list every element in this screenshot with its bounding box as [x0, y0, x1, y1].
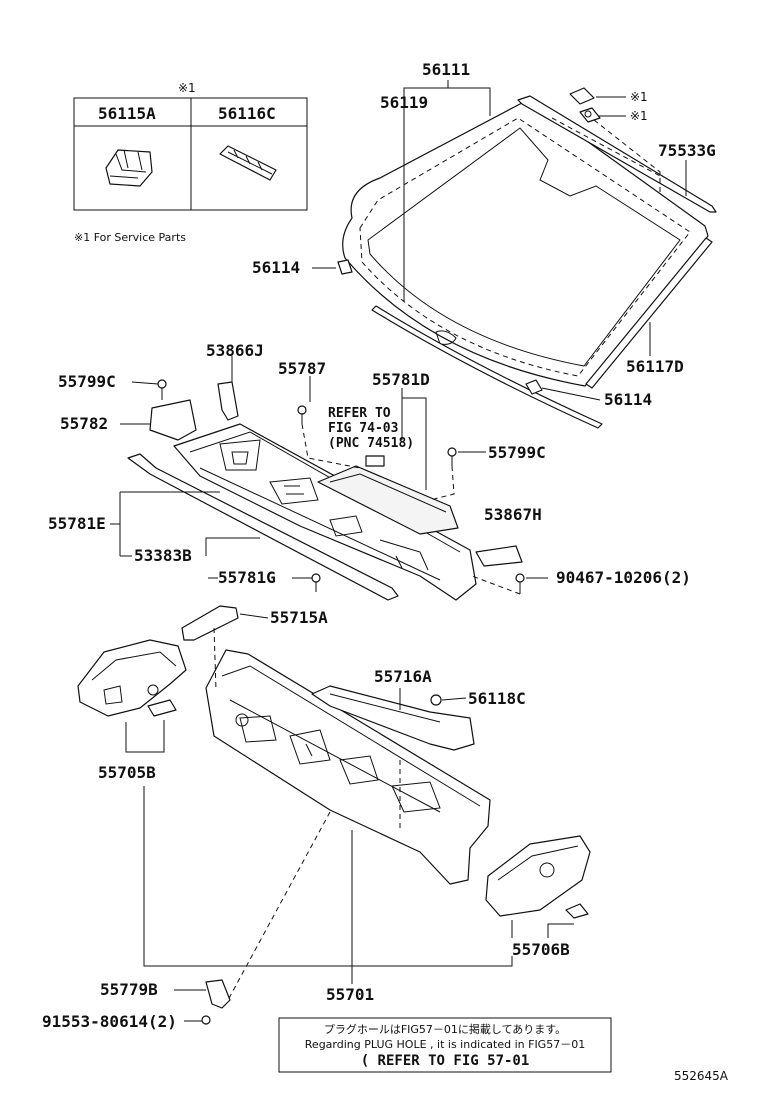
label-53867H: 53867H	[484, 505, 542, 524]
clip-55799C-left	[157, 379, 167, 400]
plug-note-jp: プラグホールはFIG57－01に掲載してあります。	[324, 1022, 566, 1036]
label-90467-10206: 90467-10206(2)	[556, 568, 691, 587]
label-55779B: 55779B	[100, 980, 158, 999]
nut-56118C	[430, 694, 442, 706]
leader-lines	[110, 80, 687, 1022]
screw-90467	[515, 573, 525, 594]
label-56114-upper: 56114	[252, 258, 300, 277]
screw-91553	[201, 1015, 211, 1025]
bracket-53867H	[475, 545, 523, 567]
label-75533G: 75533G	[658, 141, 716, 160]
label-55715A: 55715A	[270, 608, 328, 627]
label-55716A: 55716A	[374, 667, 432, 686]
cowl-panel-55701	[205, 649, 491, 885]
top-clips	[569, 87, 601, 123]
label-55782: 55782	[60, 414, 108, 433]
lower-strip	[371, 305, 603, 429]
clip-56114-right	[525, 379, 543, 395]
label-53383B: 53383B	[134, 546, 192, 565]
plug-note-ref: ( REFER TO FIG 57-01	[361, 1053, 530, 1069]
bracket-55715A	[181, 605, 239, 641]
service-parts-box: ※1 56115A 56116C ※1 For Service Parts	[73, 81, 308, 244]
diagram-id: 552645A	[674, 1069, 729, 1083]
refer-line2: FIG 74-03	[328, 421, 398, 436]
label-mark1a: ※1	[630, 90, 648, 104]
label-55781D: 55781D	[372, 370, 430, 389]
clip-55787	[297, 405, 307, 424]
label-56111: 56111	[422, 60, 470, 79]
clip-55781G	[311, 573, 321, 592]
bracket-53866J	[217, 381, 239, 421]
cowl-seal-55781E	[127, 453, 399, 601]
label-55706B: 55706B	[512, 940, 570, 959]
cowl-upper-55716A	[311, 685, 475, 751]
service-part-56116C: 56116C	[218, 104, 276, 123]
label-56118C: 56118C	[468, 689, 526, 708]
service-note-mark: ※1	[178, 81, 196, 95]
plug-hole-note: プラグホールはFIG57－01に掲載してあります。 Regarding PLUG…	[278, 1017, 612, 1073]
label-56117D: 56117D	[626, 357, 684, 376]
label-91553-80614: 91553-80614(2)	[42, 1012, 177, 1031]
label-53866J: 53866J	[206, 341, 264, 360]
side-moulding-56117D	[585, 237, 713, 389]
bracket-55782	[149, 399, 197, 441]
service-footnote: ※1 For Service Parts	[74, 231, 186, 244]
plug-note-en: Regarding PLUG HOLE , it is indicated in…	[305, 1038, 585, 1051]
plate-55705B	[147, 699, 177, 717]
clip-55799C-right	[447, 447, 457, 466]
service-part-56115A: 56115A	[98, 104, 156, 123]
side-member-55705B	[77, 639, 187, 717]
side-member-55706B	[485, 835, 591, 917]
part-labels: 56111 56119 ※1 ※1 75533G 56114 56117D 56…	[42, 60, 716, 1031]
label-55701: 55701	[326, 985, 374, 1004]
cowl-side-panel-55781D	[317, 465, 459, 535]
label-55781E: 55781E	[48, 514, 106, 533]
clip-56116C-drawing	[219, 145, 277, 181]
label-55799C-left: 55799C	[58, 372, 116, 391]
refer-line1: REFER TO	[328, 406, 391, 421]
clip-56114-left	[337, 259, 353, 275]
label-55799C-right: 55799C	[488, 443, 546, 462]
plate-55706B	[565, 903, 589, 919]
label-55781G: 55781G	[218, 568, 276, 587]
label-mark1b: ※1	[630, 109, 648, 123]
windshield-glass-56111	[342, 101, 709, 387]
upper-moulding-75533G	[517, 95, 717, 213]
label-55787: 55787	[278, 359, 326, 378]
bracket-55779B	[205, 979, 231, 1009]
label-56114-lower: 56114	[604, 390, 652, 409]
label-56119: 56119	[380, 93, 428, 112]
label-55705B: 55705B	[98, 763, 156, 782]
refer-line3: (PNC 74518)	[328, 436, 414, 451]
clip-56115A-drawing	[105, 149, 153, 187]
